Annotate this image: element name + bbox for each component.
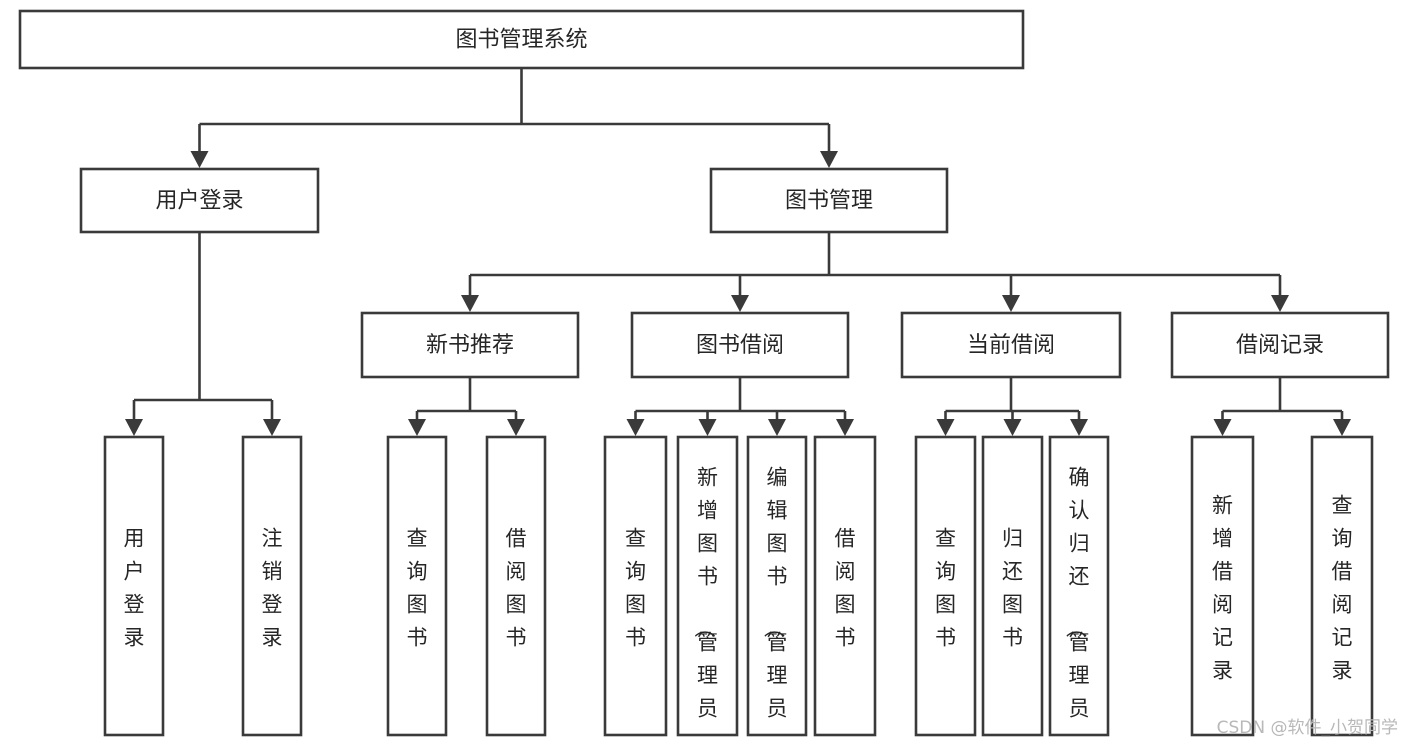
node-l3-当前借阅-2[interactable]: 当前借阅 (900, 311, 1122, 379)
node-box (1170, 311, 1390, 379)
arrow-head-icon (190, 151, 209, 168)
connector-group-图书借阅 (626, 377, 854, 436)
arrow-head-icon (820, 151, 838, 168)
node-label: 查询图书 (625, 527, 646, 650)
node-box (709, 167, 949, 234)
node-l3-图书借阅-1[interactable]: 图书借阅 (630, 311, 850, 379)
node-box (1190, 435, 1255, 737)
node-leaf-查询图书-2[interactable]: 查询图书 (386, 435, 448, 737)
node-leaf-注销登录-1[interactable]: 注销登录 (241, 435, 303, 737)
node-leaf-借阅图书-7[interactable]: 借阅图书 (813, 435, 877, 737)
node-label: 注销登录 (262, 527, 283, 650)
node-box (79, 167, 320, 234)
node-box (386, 435, 448, 737)
node-box (603, 435, 668, 737)
node-box (630, 311, 850, 379)
arrow-head-icon (1213, 419, 1232, 436)
node-label: 图书管理系统 (455, 28, 587, 53)
node-box (914, 435, 977, 737)
node-leaf-新增图书管理员-5[interactable]: 新增图书（管理员） (676, 435, 739, 747)
node-leaf-新增借阅记录-11[interactable]: 新增借阅记录 (1190, 435, 1255, 737)
connector-group-当前借阅 (936, 377, 1088, 436)
arrow-head-icon (936, 419, 955, 436)
node-label: 图书借阅 (696, 333, 784, 358)
arrow-head-icon (836, 419, 854, 436)
arrow-head-icon (263, 419, 281, 436)
node-label: 当前借阅 (967, 333, 1055, 358)
node-leaf-查询图书-4[interactable]: 查询图书 (603, 435, 668, 737)
node-box (676, 435, 739, 737)
node-leaf-查询借阅记录-12[interactable]: 查询借阅记录 (1310, 435, 1374, 737)
node-label: 编辑图书（管理员） (762, 466, 788, 747)
node-l2-用户登录-0[interactable]: 用户登录 (79, 167, 320, 234)
node-box (981, 435, 1044, 737)
connectors-layer (125, 68, 1351, 436)
arrow-head-icon (408, 419, 426, 436)
node-box (18, 9, 1025, 70)
connector-group-新书推荐 (408, 377, 525, 436)
node-box (485, 435, 547, 737)
arrow-head-icon (1003, 419, 1022, 436)
node-label: 借阅图书 (506, 527, 527, 650)
node-root-图书管理系统-0[interactable]: 图书管理系统 (18, 9, 1025, 70)
node-label: 用户登录 (124, 527, 145, 650)
node-label: 查询图书 (935, 527, 956, 650)
arrow-head-icon (768, 419, 786, 436)
node-leaf-用户登录-0[interactable]: 用户登录 (103, 435, 165, 737)
node-l3-新书推荐-0[interactable]: 新书推荐 (360, 311, 580, 379)
node-leaf-借阅图书-3[interactable]: 借阅图书 (485, 435, 547, 737)
node-label: 图书管理 (785, 189, 873, 214)
node-leaf-查询图书-8[interactable]: 查询图书 (914, 435, 977, 737)
csdn-watermark: CSDN @软件_小贺同学 (1217, 718, 1398, 738)
arrow-head-icon (461, 295, 479, 312)
connector-group-用户登录 (125, 232, 281, 436)
node-label: 新增图书（管理员） (692, 466, 718, 747)
arrow-head-icon (125, 419, 143, 436)
node-box (746, 435, 808, 737)
arrow-head-icon (731, 295, 749, 312)
node-label: 新书推荐 (426, 333, 514, 358)
arrow-head-icon (1333, 419, 1351, 436)
node-label: 借阅记录 (1236, 333, 1324, 358)
node-box (813, 435, 877, 737)
node-label: 用户登录 (155, 189, 243, 214)
node-label: 新增借阅记录 (1212, 494, 1233, 683)
node-box (1310, 435, 1374, 737)
arrow-head-icon (507, 419, 525, 436)
nodes-layer: 图书管理系统用户登录图书管理新书推荐图书借阅当前借阅借阅记录用户登录注销登录查询… (18, 9, 1390, 747)
node-leaf-确认归还管理员-10[interactable]: 确认归还（管理员） (1048, 435, 1110, 747)
connector-group-借阅记录 (1213, 377, 1351, 436)
node-leaf-归还图书-9[interactable]: 归还图书 (981, 435, 1044, 737)
arrow-head-icon (626, 419, 645, 436)
arrow-head-icon (1070, 419, 1088, 436)
node-box (1048, 435, 1110, 737)
arrow-head-icon (1271, 295, 1289, 312)
node-leaf-编辑图书管理员-6[interactable]: 编辑图书（管理员） (746, 435, 808, 747)
connector-group-图书管理 (461, 232, 1289, 312)
node-l3-借阅记录-3[interactable]: 借阅记录 (1170, 311, 1390, 379)
node-label: 借阅图书 (835, 527, 856, 650)
node-box (900, 311, 1122, 379)
node-label: 确认归还（管理员） (1064, 466, 1090, 747)
arrow-head-icon (1002, 295, 1020, 312)
node-box (103, 435, 165, 737)
node-box (241, 435, 303, 737)
node-l2-图书管理-1[interactable]: 图书管理 (709, 167, 949, 234)
connector-group-图书管理系统 (190, 68, 838, 168)
node-label: 查询借阅记录 (1332, 494, 1353, 683)
node-box (360, 311, 580, 379)
node-label: 归还图书 (1002, 527, 1023, 650)
arrow-head-icon (698, 419, 717, 436)
node-label: 查询图书 (407, 527, 428, 650)
